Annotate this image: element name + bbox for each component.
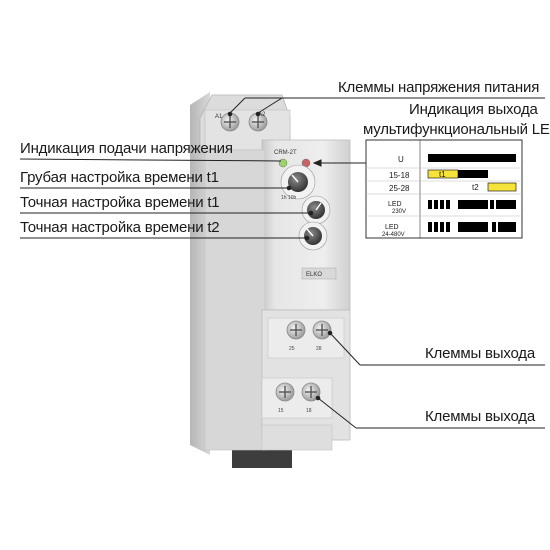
timing-table: U 15-18 25-28 LED 230V LED 24-480V t1 t2 <box>365 139 523 239</box>
row-label-led-230: LED <box>388 201 402 208</box>
label-output-indication-2: мультифункциональный LED <box>363 121 550 138</box>
row-label-24-480v: 24-480V <box>382 232 405 238</box>
coarse-scale: 1h 10h <box>281 195 297 201</box>
marker-t2: t2 <box>472 183 479 192</box>
label-coarse-t1: Грубая настройка времени t1 <box>20 169 219 186</box>
marker-t1: t1 <box>439 170 446 179</box>
row-label-230v: 230V <box>392 209 406 215</box>
line-power <box>19 158 282 162</box>
power-led <box>278 158 288 168</box>
label-output-terminals-top: Клеммы выхода <box>425 345 535 362</box>
label-a1: A1 <box>215 114 223 120</box>
label-fine-t1: Точная настройка времени t1 <box>20 194 220 211</box>
label-25: 25 <box>289 346 295 352</box>
row-label-u: U <box>398 155 404 164</box>
callout-lines <box>19 97 545 429</box>
signal-25-28 <box>487 182 517 192</box>
label-18: 18 <box>306 408 312 414</box>
label-15: 15 <box>278 408 284 414</box>
label-output-indication-1: Индикация выхода <box>409 101 538 118</box>
label-a2: A2 <box>258 112 266 118</box>
label-power-indication: Индикация подачи напряжения <box>20 140 233 157</box>
row-label-led-480: LED <box>385 224 399 231</box>
line-out-top <box>329 332 361 366</box>
label-supply-terminals: Клеммы напряжения питания <box>338 79 540 96</box>
row-label-15-18: 15-18 <box>389 171 410 180</box>
row-label-25-28: 25-28 <box>389 184 410 193</box>
line-out-bottom <box>317 397 357 429</box>
signal-u <box>428 154 516 162</box>
label-fine-t2: Точная настройка времени t2 <box>20 219 220 236</box>
label-output-terminals-bottom: Клеммы выхода <box>425 408 535 425</box>
model-label: CRM-2T <box>274 150 297 156</box>
signal-15-18-on <box>458 170 488 178</box>
signal-led-230 <box>428 200 516 209</box>
relay-device: A1 A2 CRM-2T 1h 10h ELKO 25 28 <box>190 92 351 468</box>
brand-logo: ELKO <box>306 272 322 278</box>
label-28: 28 <box>316 346 322 352</box>
signal-led-480 <box>428 222 516 232</box>
